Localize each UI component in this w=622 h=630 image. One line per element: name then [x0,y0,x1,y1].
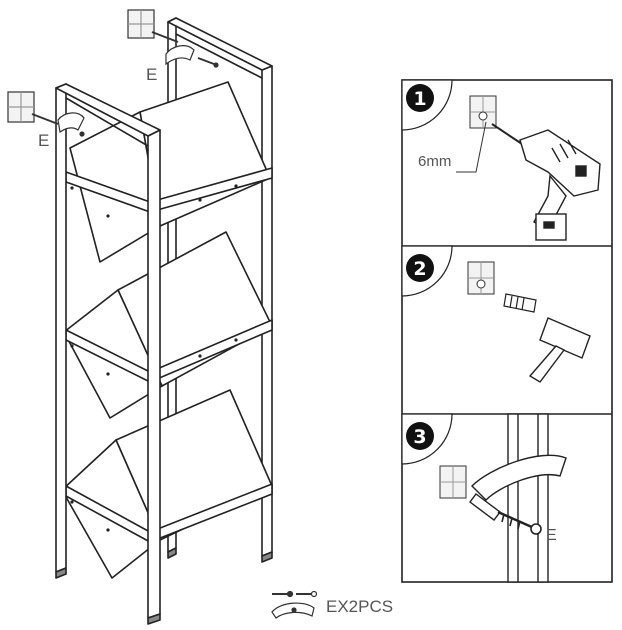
drill-size-leader [456,121,487,173]
wall-plate-icon-3 [439,465,467,499]
wall-plug-icon [503,293,537,313]
step-3-number: 3 [413,426,426,448]
front-left-post [55,83,67,573]
frame-screw-dots [70,184,238,532]
wall-plate-icon [469,95,497,129]
screw-icon-3 [497,510,542,535]
step-3-badge [406,422,434,450]
leg-feet [55,547,273,625]
post-section [507,413,549,583]
anchor-label-step-3: E [546,527,557,544]
hammer-icon [528,317,591,383]
top-back-rail [167,17,273,79]
drill-icon [491,123,601,241]
anchor-label-left: E [38,131,49,150]
wall-anchor-left [7,91,85,137]
step-1: 1 6mm [401,79,601,241]
step-3: 3 E [401,413,567,583]
strap-icon [271,602,315,619]
anchor-label-top: E [146,65,157,84]
quantity-label: EX2PCS [326,597,393,616]
step-1-number: 1 [413,88,426,110]
shelf-unit [55,17,273,625]
steps-panel: 1 6mm 2 [401,79,613,583]
wall-anchor-top [127,9,219,68]
drill-size-label: 6mm [418,153,451,170]
top-front-rail [55,83,161,147]
front-right-post [147,129,161,619]
parts-callout [271,590,318,619]
step-1-badge [406,84,434,112]
shelf-panel-top [69,81,271,263]
strap-bracket-icon [469,454,567,521]
wall-plate-icon-2 [467,261,495,295]
step-2-number: 2 [413,258,426,280]
step-2-badge [406,254,434,282]
step-2: 2 [401,245,591,383]
screw-icon [272,590,294,598]
shelf-panel-bottom [61,389,273,579]
anchor-plug-icon [296,590,318,598]
